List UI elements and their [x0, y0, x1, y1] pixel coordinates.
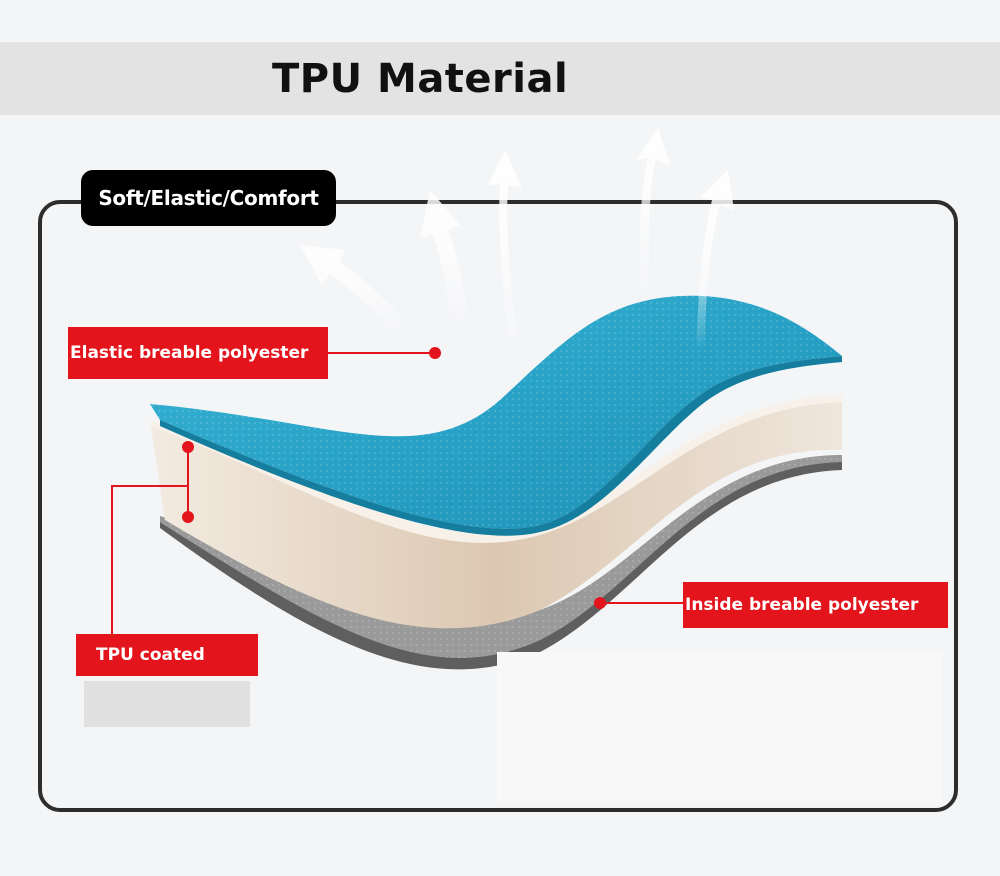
title-band [0, 42, 1000, 115]
gray-placeholder [84, 681, 250, 727]
label-tpu-coated: TPU coated [76, 634, 258, 676]
label-inside-polyester: Inside breable polyester [683, 582, 948, 628]
page-title: TPU Material [272, 56, 569, 102]
breathability-arrows [300, 128, 734, 360]
inside-polyester-layer [160, 455, 842, 670]
white-placeholder [497, 652, 942, 802]
tpu-coated-layer [150, 395, 842, 629]
elastic-polyester-layer [150, 295, 842, 536]
callout-dots [182, 347, 606, 609]
label-elastic-polyester: Elastic breable polyester [68, 327, 328, 379]
diagram-frame [38, 200, 958, 812]
feature-badge: Soft/Elastic/Comfort [81, 170, 336, 226]
callout-lines [111, 352, 683, 634]
